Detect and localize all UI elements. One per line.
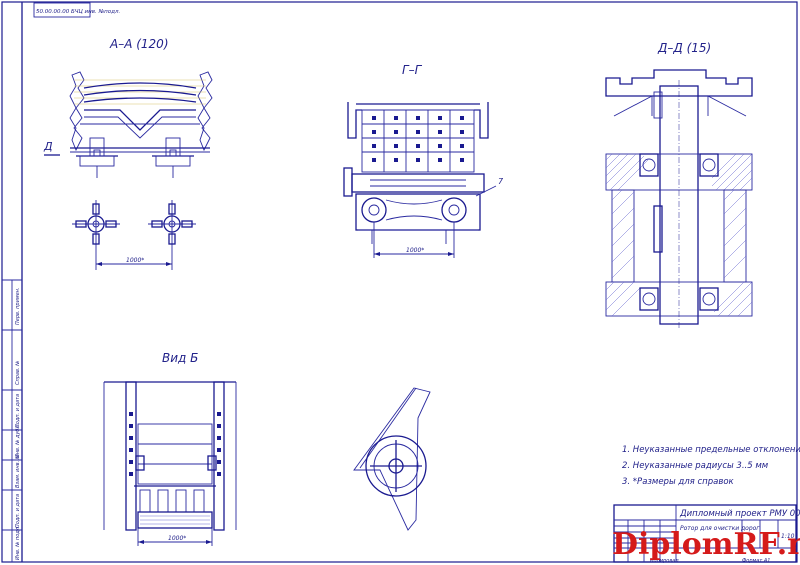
corner-stamp-text: 50.00.00.00 БЧЦ инв. №подл. <box>36 9 120 15</box>
title-designation: Дипломный проект РМУ 00.00.00.СБ <box>679 509 800 519</box>
technical-notes: 1. Неуказанные предельные отклонения 2. … <box>622 445 800 487</box>
margin-label: Инв. № подл. <box>15 526 21 561</box>
position-7-label: 7 <box>498 177 504 186</box>
rotor-left <box>72 200 120 248</box>
margin-label: Перв. примен. <box>15 287 21 325</box>
format-label: Формат А1 <box>742 558 770 564</box>
dim-aa: 1000* <box>126 257 144 264</box>
section-d-marker: Д <box>43 140 53 153</box>
note-3: 3. *Размеры для справок <box>622 477 735 487</box>
view-aa-title: А–А (120) <box>109 37 169 51</box>
view-gg: Г–Г 7 <box>343 63 504 258</box>
dim-b: 1000* <box>168 535 186 542</box>
title-block: Дипломный проект РМУ 00.00.00.СБ Ротор д… <box>613 504 800 563</box>
view-b: Вид Б 1000* <box>103 351 237 546</box>
margin-label: Справ. № <box>15 361 21 385</box>
view-aa: А–А (120) Д <box>43 37 213 270</box>
corner-stamp: 50.00.00.00 БЧЦ инв. №подл. <box>33 2 120 18</box>
note-1: 1. Неуказанные предельные отклонения <box>622 445 800 455</box>
note-2: 2. Неуказанные радиусы 3..5 мм <box>622 461 769 471</box>
title-name: Ротор для очистки дорог <box>680 525 760 532</box>
rotor-right <box>148 200 196 248</box>
view-dd-title: Д–Д (15) <box>657 41 711 55</box>
margin-label: Подп. и дата <box>15 394 21 428</box>
dim-gg: 1000* <box>406 247 424 254</box>
copied-label: Копировал <box>650 558 679 564</box>
watermark-logo: DiplomRF.ru <box>612 527 800 562</box>
margin-label: Инв. № дубл. <box>15 424 21 458</box>
view-b-title: Вид Б <box>162 351 198 365</box>
margin-label: Подп. и дата <box>15 494 21 528</box>
margin-strip: Перв. примен. Справ. № Подп. и дата Инв.… <box>2 279 22 562</box>
detail-wheel <box>353 387 431 531</box>
view-dd: Д–Д (15) <box>605 41 753 330</box>
view-gg-title: Г–Г <box>402 63 423 77</box>
margin-label: Взам. инв. № <box>15 454 21 488</box>
title-scale: 1:10 <box>781 533 795 540</box>
